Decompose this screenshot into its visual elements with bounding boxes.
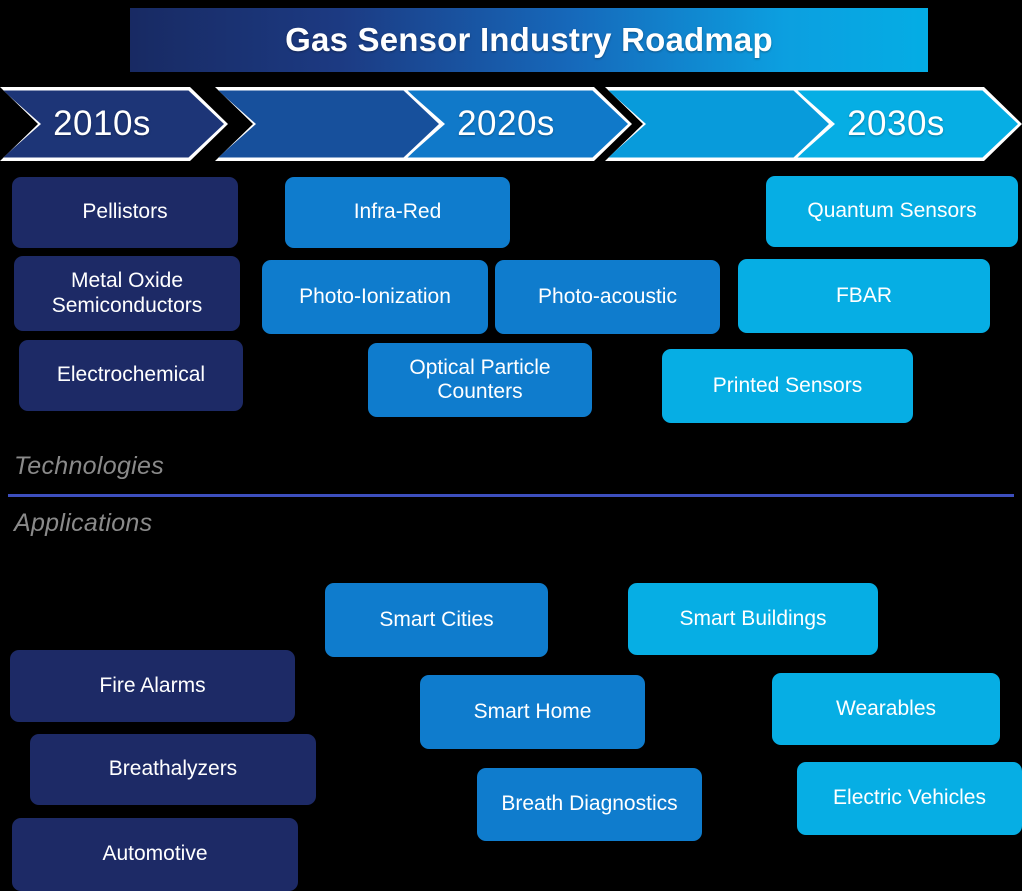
chevron-label: 2020s bbox=[457, 104, 555, 143]
application-box[interactable]: Smart Home bbox=[420, 675, 645, 749]
technology-box[interactable]: Pellistors bbox=[12, 177, 238, 248]
technology-box[interactable]: Printed Sensors bbox=[662, 349, 913, 423]
timeline-chevron-2010s[interactable]: 2010s bbox=[0, 87, 228, 161]
application-box[interactable]: Breath Diagnostics bbox=[477, 768, 702, 841]
chevron-label: 2030s bbox=[847, 104, 945, 143]
timeline-chevron-gap-1[interactable] bbox=[215, 87, 443, 161]
chevron-fill bbox=[215, 87, 443, 161]
chevron-fill bbox=[605, 87, 833, 161]
application-box[interactable]: Fire Alarms bbox=[10, 650, 295, 722]
technology-box[interactable]: Optical Particle Counters bbox=[368, 343, 592, 417]
application-box[interactable]: Breathalyzers bbox=[30, 734, 316, 805]
technology-box[interactable]: Photo-acoustic bbox=[495, 260, 720, 334]
application-box[interactable]: Automotive bbox=[12, 818, 298, 891]
lane-divider bbox=[8, 494, 1014, 497]
page-title-bar: Gas Sensor Industry Roadmap bbox=[130, 8, 928, 72]
technology-box[interactable]: Electrochemical bbox=[19, 340, 243, 411]
chevron-label: 2010s bbox=[53, 104, 151, 143]
application-box[interactable]: Smart Cities bbox=[325, 583, 548, 657]
technology-box[interactable]: FBAR bbox=[738, 259, 990, 333]
technology-box[interactable]: Quantum Sensors bbox=[766, 176, 1018, 247]
technology-box[interactable]: Photo-Ionization bbox=[262, 260, 488, 334]
timeline-chevrons: 2010s 2020s 2030s bbox=[0, 87, 1022, 161]
application-box[interactable]: Electric Vehicles bbox=[797, 762, 1022, 835]
application-box[interactable]: Wearables bbox=[772, 673, 1000, 745]
technology-box[interactable]: Infra-Red bbox=[285, 177, 510, 248]
timeline-chevron-gap-3[interactable] bbox=[605, 87, 833, 161]
technology-box[interactable]: Metal Oxide Semiconductors bbox=[14, 256, 240, 331]
lane-label-technologies: Technologies bbox=[14, 452, 165, 480]
timeline-chevron-2030s[interactable]: 2030s bbox=[794, 87, 1022, 161]
timeline-chevron-2020s[interactable]: 2020s bbox=[404, 87, 632, 161]
application-box[interactable]: Smart Buildings bbox=[628, 583, 878, 655]
page-title: Gas Sensor Industry Roadmap bbox=[285, 21, 773, 58]
lane-label-applications: Applications bbox=[14, 509, 153, 537]
